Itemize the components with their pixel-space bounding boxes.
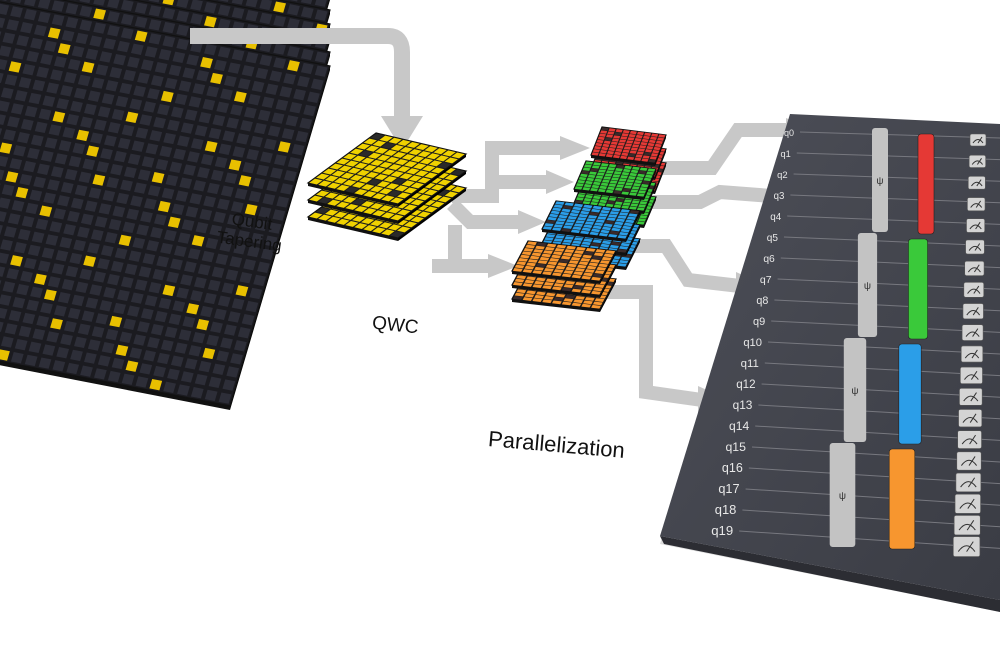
matrix-cell [289,0,298,2]
matrix-cell [259,12,273,25]
matrix-cell [217,0,229,3]
matrix-cell [314,9,328,21]
hamiltonian-stack [0,0,331,410]
matrix-cell [259,0,273,11]
matrix-cell [190,0,203,11]
matrix-cell [314,0,327,7]
matrix-cell [162,0,174,6]
matrix-cell [176,0,189,8]
matrix-cell [93,0,105,6]
matrix-cell [79,0,91,4]
matrix-cell [148,0,160,3]
matrix-cell [300,6,314,19]
matrix-cell [287,4,300,16]
matrix-cell [273,15,286,27]
matrix-cell [204,1,217,14]
matrix-cell [273,1,286,13]
matrix-cell [231,7,245,19]
matrix-cell [287,18,300,30]
matrix-cell [245,0,258,8]
matrix-cell [217,4,231,17]
matrix-cell [300,0,313,5]
matrix-cell [245,10,259,22]
matrix-cell [231,0,244,5]
